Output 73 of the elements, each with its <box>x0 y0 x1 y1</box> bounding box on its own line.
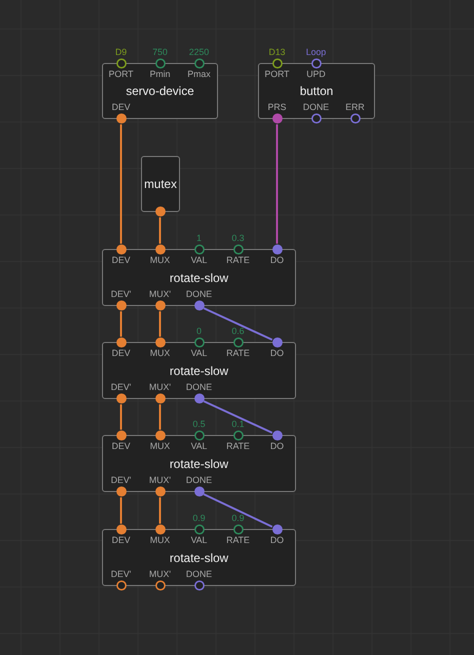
pin-label: DONE <box>186 474 212 486</box>
node-title: rotate-slow <box>168 456 230 470</box>
link-line <box>120 404 122 430</box>
pin-value: 1 <box>196 232 202 244</box>
pin-label: DONE <box>186 382 212 392</box>
pin-label: DEV <box>112 254 130 266</box>
pin-label: DONE <box>186 288 212 300</box>
pin-label: MUX <box>150 440 170 452</box>
pin-label: DONE <box>302 102 329 112</box>
pin-value: 0.1 <box>232 418 244 430</box>
pin-label: DO <box>270 254 284 266</box>
link-line <box>203 493 273 528</box>
link-line <box>120 311 122 337</box>
pin-label: DO <box>270 348 284 358</box>
pin-value: 0.3 <box>232 232 244 244</box>
pin-label: DO <box>270 440 284 452</box>
link-line <box>203 400 273 434</box>
pin-label: MUX' <box>149 568 171 580</box>
node-title: mutex <box>143 177 178 191</box>
pin-label: ERR <box>345 102 364 112</box>
pin-label: RATE <box>226 534 250 546</box>
pin-label: RATE <box>226 254 250 266</box>
pin-label: MUX <box>150 254 170 266</box>
pin-label: PORT <box>108 68 134 80</box>
node-title: button <box>298 84 334 98</box>
pin-label: MUX' <box>149 382 171 392</box>
link-line <box>159 217 161 244</box>
pin-value: Loop <box>306 46 326 58</box>
pin-label: MUX' <box>149 474 171 486</box>
pin-label: DEV' <box>110 568 132 580</box>
pin-label: RATE <box>226 348 250 358</box>
pin-label: DEV' <box>110 288 132 300</box>
link-line <box>120 124 122 244</box>
pin-value: 0 <box>196 326 202 336</box>
pin-label: DEV <box>112 534 130 546</box>
link-line <box>276 124 278 244</box>
pin-label: VAL <box>190 440 208 452</box>
pin-label: UPD <box>306 68 326 80</box>
pin-value: 0.6 <box>232 326 244 336</box>
pin-label: DEV' <box>110 382 132 392</box>
pin-value: 0.9 <box>192 512 206 524</box>
pin-label: VAL <box>190 348 208 358</box>
pin-label: DEV <box>112 440 130 452</box>
pin-value: D13 <box>268 46 286 58</box>
pin-label: DO <box>270 534 284 546</box>
pin-label: MUX <box>150 534 170 546</box>
pin-value: 750 <box>152 46 168 58</box>
node-title: rotate-slow <box>168 270 230 284</box>
pin-label: RATE <box>226 440 250 452</box>
pin-label: VAL <box>190 254 208 266</box>
pin-value: 2250 <box>188 46 210 58</box>
pin-label: PORT <box>264 68 290 80</box>
pin-value: D9 <box>115 46 127 58</box>
link-line <box>120 497 122 524</box>
pin-label: DEV <box>112 102 130 112</box>
link-line <box>159 404 161 430</box>
pin-label: DEV' <box>110 474 132 486</box>
pin-label: DEV <box>112 348 130 358</box>
pin-label: Pmin <box>150 68 170 80</box>
node-title: rotate-slow <box>168 364 230 378</box>
pin-label: MUX <box>150 348 170 358</box>
pin-label: Pmax <box>187 68 210 80</box>
link-line <box>159 497 161 524</box>
pin-value: 0.5 <box>192 418 206 430</box>
node-title: rotate-slow <box>168 550 230 564</box>
link-line <box>159 311 161 337</box>
node-title: servo-device <box>124 84 196 98</box>
pin-label: VAL <box>190 534 208 546</box>
pin-value: 0.9 <box>232 512 244 524</box>
pin-label: MUX' <box>149 288 171 300</box>
pin-label: PRS <box>268 102 286 112</box>
pin-label: DONE <box>186 568 212 580</box>
link-line <box>203 307 273 341</box>
